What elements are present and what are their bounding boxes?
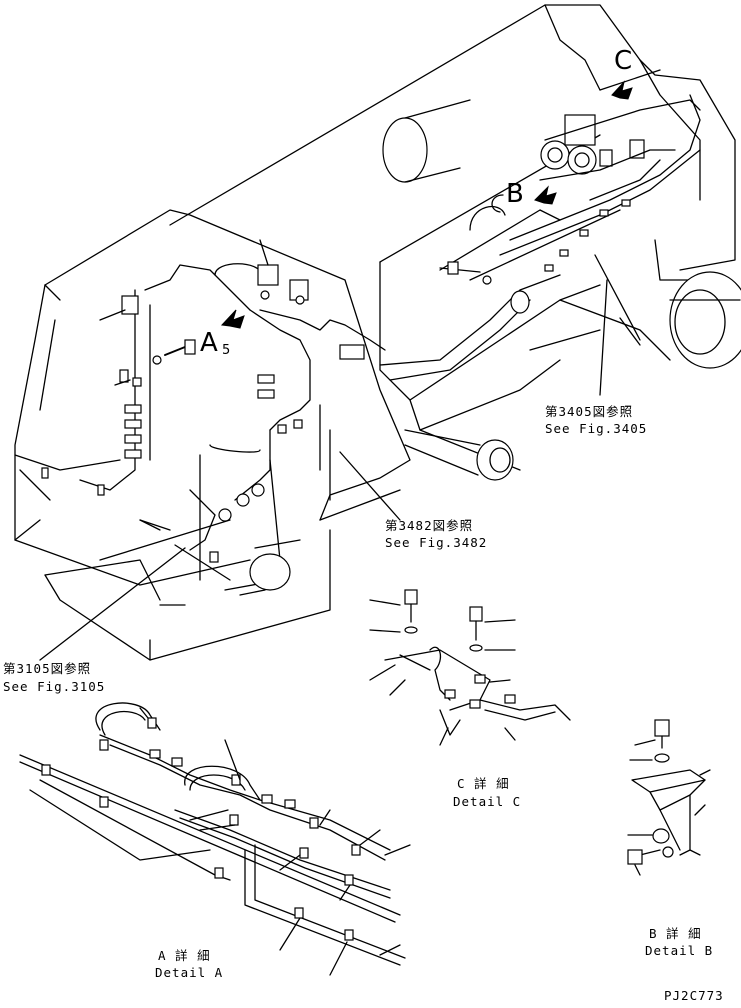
swing-bracket [14,209,411,661]
view-marker-c: C [614,46,633,76]
detail-b-caption-jp: B 詳 細 [649,926,702,941]
detail-c-caption-en: Detail C [453,794,522,809]
ref-fig3482-jp: 第3482図参照 [385,518,474,533]
view-arrows [220,80,633,329]
detail-b-caption-en: Detail B [645,943,714,958]
boom-body [169,4,741,481]
detail-a-caption-en: Detail A [155,965,224,980]
drawing-code: PJ2C773 [664,988,724,1003]
ref-fig3405-jp: 第3405図参照 [545,404,634,419]
detail-b [627,719,711,876]
ref-fig3405-en: See Fig.3405 [545,421,648,436]
detail-a-caption-jp: A 詳 細 [158,948,211,963]
view-marker-a-sub: 5 [222,343,231,358]
detail-c-caption-jp: C 詳 細 [457,776,510,791]
view-marker-a: A [200,328,218,358]
ref-fig3105-en: See Fig.3105 [3,679,106,694]
ref-fig3105-jp: 第3105図参照 [3,661,92,676]
detail-c [369,589,571,746]
view-marker-b: B [506,179,524,209]
detail-a [19,702,411,976]
ref-fig3482-en: See Fig.3482 [385,535,488,550]
